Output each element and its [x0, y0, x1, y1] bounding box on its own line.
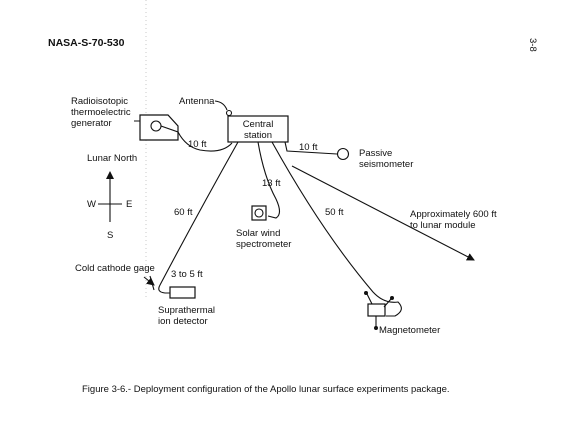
- magnetometer-boom-2: [383, 298, 392, 308]
- lunar-module-label-line1: Approximately 600 ft: [410, 209, 497, 220]
- magnetometer-box: [367, 303, 386, 317]
- seismometer-label-line2: seismometer: [359, 159, 413, 170]
- figure-caption: Figure 3-6.- Deployment configuration of…: [82, 384, 450, 395]
- magnetometer-distance: 50 ft: [325, 207, 344, 218]
- rtg-icon: [150, 120, 162, 132]
- solar-wind-label-line1: Solar wind: [236, 228, 280, 239]
- magnetometer-boom-1: [366, 293, 373, 305]
- magnetometer-label: Magnetometer: [379, 325, 440, 336]
- seismometer-label-line1: Passive: [359, 148, 392, 159]
- magnetometer-sensor-1: [364, 291, 368, 295]
- lunar-module-label-line2: to lunar module: [410, 220, 475, 231]
- antenna-label: Antenna: [179, 96, 215, 107]
- compass-west: W: [87, 199, 96, 210]
- central-station-label-line1: Central: [243, 119, 274, 130]
- central-station-label-line2: station: [244, 130, 272, 141]
- lunar-north-label: Lunar North: [87, 153, 137, 164]
- compass-south: S: [107, 230, 113, 241]
- page-number: 3-8: [527, 38, 538, 52]
- solar-wind-distance: 13 ft: [262, 178, 281, 189]
- ion-detector-box: [169, 286, 196, 299]
- magnetometer-sensor-2: [390, 296, 394, 300]
- cold-cathode-distance: 3 to 5 ft: [171, 269, 203, 280]
- ion-detector-distance: 60 ft: [174, 207, 193, 218]
- antenna-leader: [214, 100, 228, 111]
- rtg-label-line3: generator: [71, 118, 112, 129]
- rtg-label-line1: Radioisotopic: [71, 96, 128, 107]
- central-station-box: [227, 115, 289, 143]
- ion-detector-label-line1: Suprathermal: [158, 305, 215, 316]
- seismometer-icon: [336, 147, 350, 161]
- cold-cathode-cable: [149, 275, 155, 291]
- ion-detector-label-line2: ion detector: [158, 316, 208, 327]
- seismometer-cable: [284, 141, 338, 155]
- magnetometer-sensor-3: [374, 326, 378, 330]
- rtg-label-line2: thermoelectric: [71, 107, 131, 118]
- document-id: NASA-S-70-530: [48, 37, 125, 49]
- cold-cathode-label: Cold cathode gage: [75, 263, 155, 274]
- rtg-cable: [160, 125, 233, 152]
- lunar-module-direction-arrow: [291, 165, 475, 261]
- seismometer-distance: 10 ft: [299, 142, 318, 153]
- solar-wind-cable: [257, 141, 281, 219]
- solar-wind-icon: [254, 208, 264, 218]
- magnetometer-cable: [271, 141, 402, 317]
- solar-wind-label-line2: spectrometer: [236, 239, 291, 250]
- antenna-icon: [225, 109, 233, 117]
- rtg-distance: 10 ft: [188, 139, 207, 150]
- ion-detector-cable: [158, 141, 239, 294]
- compass-east: E: [126, 199, 132, 210]
